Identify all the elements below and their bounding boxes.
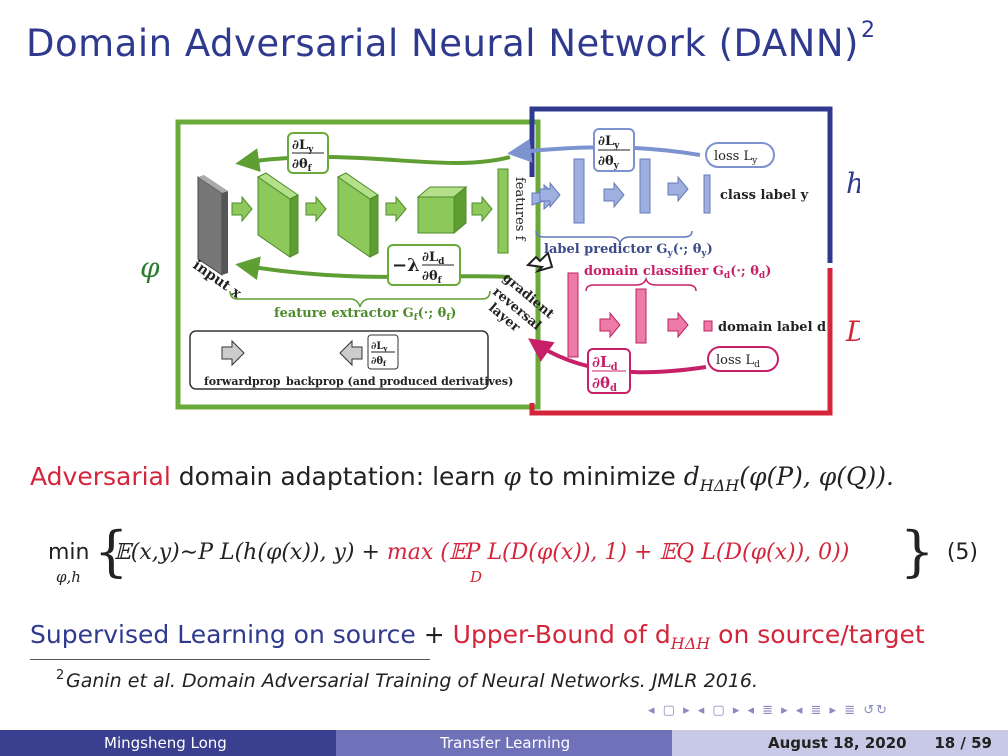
D-frame [529,268,833,416]
eq-max-sub: D [470,568,483,586]
nav-search-icon[interactable]: ↺↻ [863,703,890,718]
features-label: features f [512,177,527,242]
summary-upper-bound-2: on source/target [710,620,925,649]
nav-subsection-icon[interactable]: ◂ ▢ ▸ [697,703,742,718]
title-footnote-mark: 2 [860,18,876,43]
loss-y-box [705,142,775,168]
eq-right-brace: } [900,520,935,583]
nav-align-icon[interactable]: ≣ [844,703,858,718]
loss-d: loss Ld [716,353,760,370]
beamer-navigation[interactable]: ◂ ▢ ▸ ◂ ▢ ▸ ◂ ≣ ▸ ◂ ≣ ▸ ≣ ↺↻ [648,703,889,718]
backprop-d-arrow [235,256,511,280]
grad-d-num: ∂Ld [422,250,445,267]
nav-section-icon[interactable]: ◂ ≣ ▸ [747,703,790,718]
D-label: D [845,315,860,348]
eq-body: 𝔼(x,y)∼P L(h(φ(x)), y) + max (𝔼P L(D(φ(x… [114,540,849,565]
feature-extractor-brace [229,290,491,308]
statement-d-sub: HΔH [699,476,740,495]
nav-toc-icon[interactable]: ◂ ≣ ▸ [795,703,839,718]
nav-frame-icon[interactable]: ◂ ▢ ▸ [648,703,692,718]
statement-part-2: to minimize [520,462,684,491]
neg-lambda: −λ [392,255,420,276]
footer-topic: Transfer Learning [336,730,672,756]
footnote-rule [30,659,430,660]
legend-grad-den: ∂θf [371,356,387,368]
eq-number: (5) [946,540,978,565]
backprop-y-arrow [235,148,511,173]
eq-left-brace: { [94,520,129,583]
grad-theta-f2-den: ∂θf [422,269,443,286]
footer-topic-text: Transfer Learning [440,734,571,752]
statement-d: d [683,462,700,491]
label-predictor-label: label predictor Gy(·; θy) [544,242,713,259]
loss-d-box [707,346,779,372]
footnote-mark: 2 [56,668,65,683]
legend-grad-num: ∂Ly [371,341,388,353]
grad-y-num: ∂Ly [292,138,314,155]
grad-theta-y-den: ∂θy [598,154,620,171]
forward-arrows-green [231,195,493,223]
summary-supervised: Supervised Learning on source [30,620,416,649]
statement-phi: φ [503,462,521,491]
legend-forward-arrow-icon [221,339,245,367]
input-layer [197,175,228,276]
legend-backprop: backprop (and produced derivatives) [286,375,513,388]
adversarial-word: Adversarial [30,462,171,491]
eq-min-sub: φ,h [56,568,81,586]
eq-min: min [48,540,90,565]
summary-plus: + [415,620,453,649]
forward-arrows-blue [539,175,689,209]
eq-body-red: max (𝔼P L(D(φ(x)), 1) + 𝔼Q L(D(φ(x)), 0)… [386,540,850,565]
h-label: h [846,167,860,200]
objective-equation: min φ,h { 𝔼(x,y)∼P L(h(φ(x)), y) + max (… [48,522,978,592]
footer-author: Mingsheng Long [0,730,336,756]
legend-box [189,330,489,390]
grad-theta-f-den: ∂θf [292,157,313,174]
domain-classifier-blocks [567,272,713,358]
grad-y-num-blue: ∂Ly [598,134,620,151]
summary-upper-bound: Upper-Bound of d [452,620,671,649]
phi-label: φ [140,251,160,284]
slide-title-text: Domain Adversarial Neural Network (DANN) [26,22,859,65]
statement-end: (φ(P), φ(Q)). [739,462,894,491]
eq-body-black: 𝔼(x,y)∼P L(h(φ(x)), y) + [114,540,387,565]
footnote-text: Ganin et al. Domain Adversarial Training… [66,670,759,692]
gradient-reversal-arrow-icon [525,251,554,274]
forward-arrows-pink [599,311,689,339]
dann-diagram: input x features f ∂Ly ∂θf −λ ∂Ld ∂θf fe… [140,106,860,416]
class-label: class label y [720,188,809,203]
summary-statement: Supervised Learning on source + Upper-Bo… [30,620,925,653]
domain-label: domain label d [718,320,826,335]
grad-d-num-pink: ∂Ld [592,353,618,373]
statement-part-1: domain adaptation: learn [170,462,504,491]
legend-forward: forwardprop [204,375,281,388]
summary-sub: HΔH [670,634,711,653]
loss-y: loss Ly [714,149,758,166]
feature-extractor-label: feature extractor Gf(·; θf) [274,306,456,323]
domain-classifier-brace [585,276,697,292]
grad-theta-d-den: ∂θd [592,374,617,394]
domain-classifier-label: domain classifier Gd(·; θd) [584,264,771,281]
footer-date-page: August 18, 2020 18 / 59 [672,730,1008,756]
feature-extractor-blocks [257,168,509,258]
footer-date: August 18, 2020 [768,734,907,752]
legend-backprop-arrow-icon [339,339,363,367]
slide-footer: Mingsheng Long Transfer Learning August … [0,730,1008,756]
footer-page: 18 / 59 [934,734,992,752]
label-predictor-brace [535,230,693,246]
adversarial-statement: Adversarial domain adaptation: learn φ t… [30,462,894,495]
slide-title: Domain Adversarial Neural Network (DANN)… [26,18,875,65]
footer-author-text: Mingsheng Long [104,734,227,752]
